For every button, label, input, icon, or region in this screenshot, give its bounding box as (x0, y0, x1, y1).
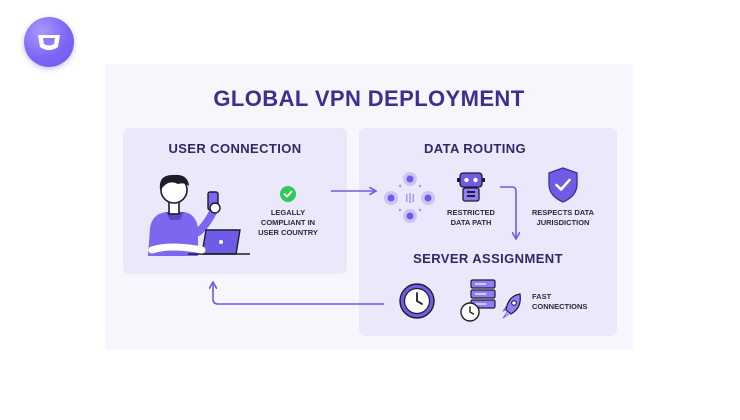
network-nodes-icon (382, 172, 438, 224)
server-rack-icon (459, 278, 499, 322)
robot-icon (456, 171, 486, 203)
compliance-label: LEGALLY COMPLIANT IN USER COUNTRY (258, 208, 318, 237)
restricted-path-label: RESTRICTED DATA PATH (447, 208, 495, 227)
rocket-icon (500, 292, 524, 322)
shield-check-icon (547, 167, 579, 203)
brand-logo-icon[interactable] (24, 17, 74, 67)
user-with-laptop-icon (140, 170, 255, 262)
server-assignment-title: SERVER ASSIGNMENT (413, 251, 563, 266)
diagram-title: GLOBAL VPN DEPLOYMENT (213, 86, 525, 111)
jurisdiction-label: RESPECTS DATA JURISDICTION (531, 208, 595, 227)
clock-icon (398, 282, 436, 320)
user-connection-title: USER CONNECTION (168, 141, 302, 156)
fast-connections-label: FAST CONNECTIONS (532, 292, 588, 311)
check-circle-icon (280, 186, 296, 202)
data-routing-title: DATA ROUTING (423, 141, 527, 156)
